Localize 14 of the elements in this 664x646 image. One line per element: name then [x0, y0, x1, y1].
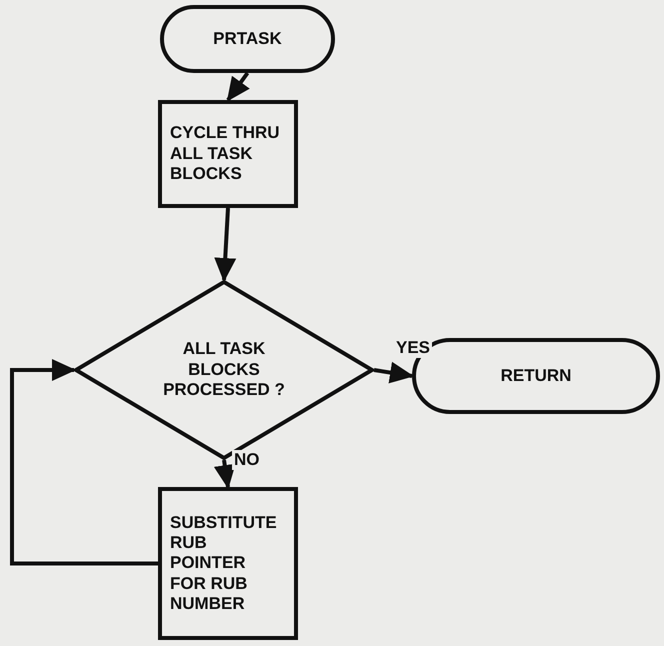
arrow: [226, 72, 250, 102]
box-text: SUBSTITUTE RUB POINTER FOR RUB NUMBER: [170, 512, 278, 614]
box-text: PRTASK: [213, 28, 282, 50]
arrow: [214, 460, 236, 489]
decision-text: ALL TASK BLOCKS PROCESSED ?: [162, 339, 286, 401]
edge-label: NO: [232, 450, 262, 470]
edge-label: YES: [394, 338, 432, 358]
arrow: [374, 362, 414, 384]
process-box: [158, 487, 298, 640]
arrow: [214, 208, 236, 282]
arrow: [10, 359, 158, 566]
box-text: CYCLE THRU ALL TASK BLOCKS: [170, 123, 281, 185]
box-text: RETURN: [500, 366, 572, 386]
process-box: [158, 100, 298, 208]
